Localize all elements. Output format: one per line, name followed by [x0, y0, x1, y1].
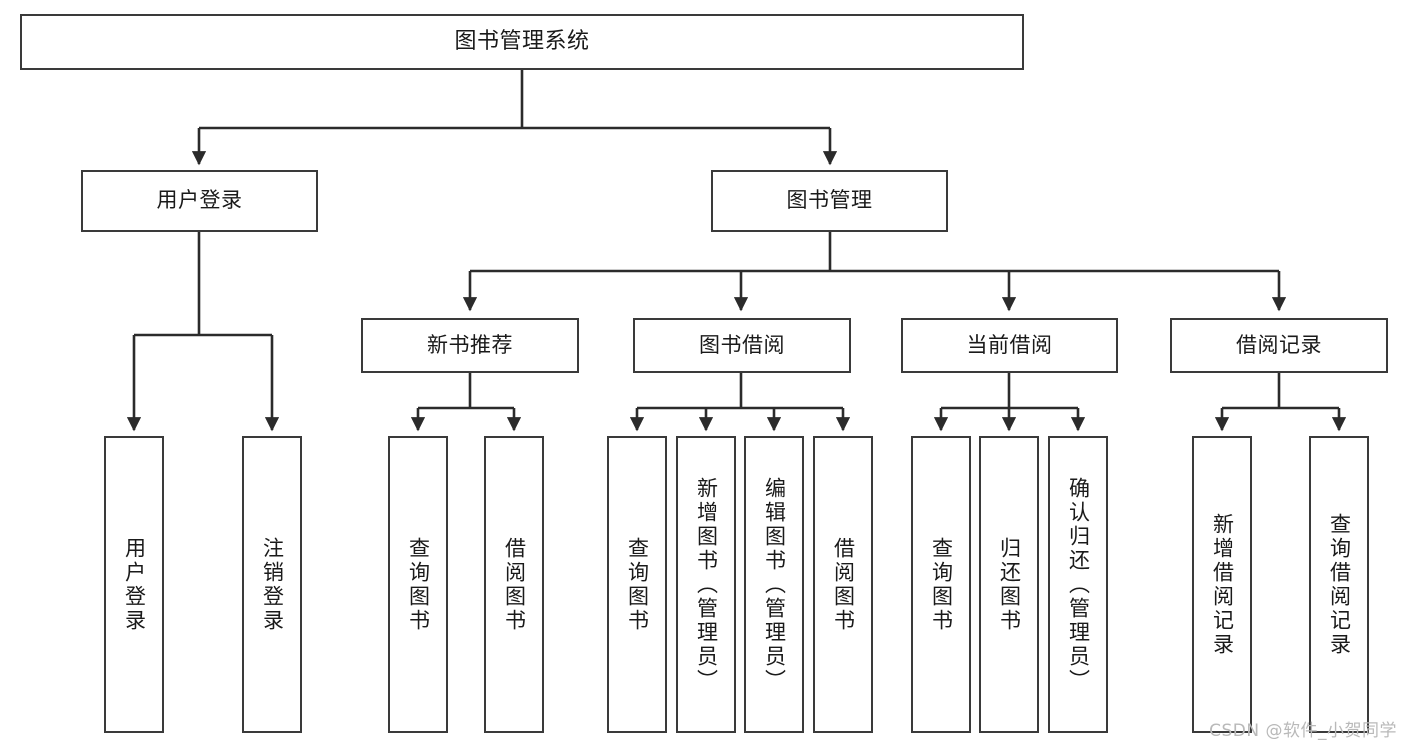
leaf-book-borrow-edit[interactable]: 编辑图书（管理员）: [744, 436, 804, 733]
leaf-book-borrow-query[interactable]: 查询图书: [607, 436, 667, 733]
node-label: 图书管理: [786, 188, 873, 213]
node-label: 图书借阅: [699, 332, 785, 357]
watermark: CSDN @软件_小贺同学: [1209, 721, 1397, 741]
node-label: 用户登录: [122, 536, 147, 633]
leaf-new-book-borrow[interactable]: 借阅图书: [484, 436, 544, 733]
node-label: 注销登录: [260, 536, 285, 633]
node-label: 当前借阅: [966, 332, 1053, 357]
node-label: 新增图书（管理员）: [694, 476, 719, 693]
leaf-current-borrow-query[interactable]: 查询图书: [911, 436, 971, 733]
node-label: 查询图书: [929, 536, 954, 633]
node-label: 新增借阅记录: [1210, 512, 1235, 657]
node-label: 编辑图书（管理员）: [762, 476, 787, 693]
leaf-borrow-record-query[interactable]: 查询借阅记录: [1309, 436, 1369, 733]
node-label: 借阅图书: [831, 536, 856, 633]
node-root-system[interactable]: 图书管理系统: [20, 14, 1024, 70]
leaf-book-borrow-add[interactable]: 新增图书（管理员）: [676, 436, 736, 733]
node-label: 确认归还（管理员）: [1066, 476, 1091, 693]
leaf-current-borrow-confirm-return[interactable]: 确认归还（管理员）: [1048, 436, 1108, 733]
leaf-current-borrow-return[interactable]: 归还图书: [979, 436, 1039, 733]
node-current-borrow[interactable]: 当前借阅: [901, 318, 1118, 373]
node-label: 查询图书: [625, 536, 650, 633]
leaf-book-borrow-borrow[interactable]: 借阅图书: [813, 436, 873, 733]
leaf-borrow-record-add[interactable]: 新增借阅记录: [1192, 436, 1252, 733]
node-label: 归还图书: [997, 536, 1022, 633]
node-book-management[interactable]: 图书管理: [711, 170, 948, 232]
node-label: 借阅图书: [502, 536, 527, 633]
node-label: 借阅记录: [1236, 332, 1322, 357]
node-label: 查询借阅记录: [1327, 512, 1352, 657]
node-user-login[interactable]: 用户登录: [81, 170, 318, 232]
node-label: 图书管理系统: [454, 28, 590, 54]
node-label: 查询图书: [406, 536, 431, 633]
node-book-borrow[interactable]: 图书借阅: [633, 318, 851, 373]
node-new-book-recommend[interactable]: 新书推荐: [361, 318, 579, 373]
leaf-user-login-login[interactable]: 用户登录: [104, 436, 164, 733]
leaf-user-login-logout[interactable]: 注销登录: [242, 436, 302, 733]
leaf-new-book-query[interactable]: 查询图书: [388, 436, 448, 733]
node-borrow-record[interactable]: 借阅记录: [1170, 318, 1388, 373]
node-label: 新书推荐: [427, 332, 513, 357]
node-label: 用户登录: [156, 188, 243, 213]
